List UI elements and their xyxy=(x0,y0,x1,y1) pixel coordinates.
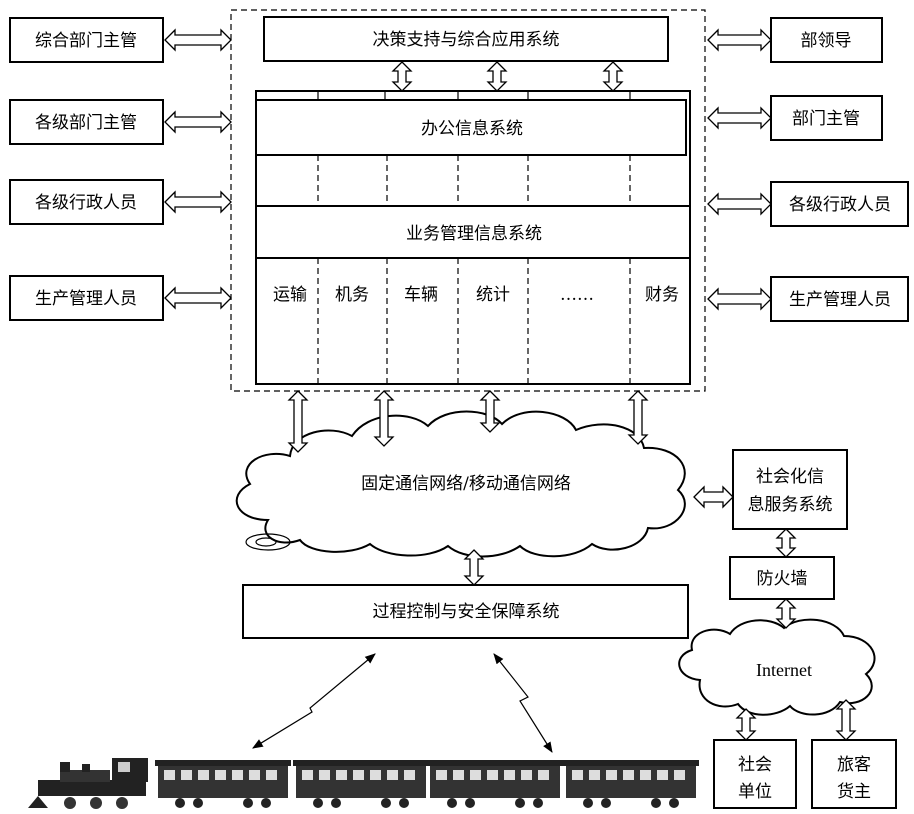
passengers-line2: 货主 xyxy=(837,782,871,802)
train-illustration xyxy=(28,758,699,809)
role-left-4-label: 生产管理人员 xyxy=(35,289,137,309)
network-cloud: 固定通信网络/移动通信网络 xyxy=(237,412,685,557)
module-statistics: 统计 xyxy=(476,285,510,305)
decision-stack-connectors xyxy=(393,62,622,91)
role-right-2-label: 部门主管 xyxy=(792,109,860,129)
stack-network-arrow-icon-3 xyxy=(481,391,499,432)
module-transport: 运输 xyxy=(273,285,307,305)
decision-stack-arrow-icon-1 xyxy=(393,62,411,91)
train-car-icon-3 xyxy=(427,760,563,808)
stack-network-arrow-icon-4 xyxy=(629,391,647,444)
decision-stack-arrow-icon-3 xyxy=(604,62,622,91)
application-stack: 办公信息系统 业务管理信息系统 运输 机务 车辆 统计 …… 财务 xyxy=(256,91,690,384)
social-units-line2: 单位 xyxy=(738,782,772,802)
role-right-4-label: 生产管理人员 xyxy=(789,290,891,310)
right-double-arrow-icon-1 xyxy=(708,30,771,50)
role-left-1-label: 综合部门主管 xyxy=(35,31,137,51)
module-locomotive: 机务 xyxy=(335,285,369,305)
social-units-line1: 社会 xyxy=(738,755,772,775)
decision-stack-arrow-icon-2 xyxy=(488,62,506,91)
left-double-arrow-icon-2 xyxy=(165,112,231,132)
decision-support-system: 决策支持与综合应用系统 xyxy=(264,17,668,61)
passengers-line1: 旅客 xyxy=(837,755,871,775)
network-service-arrow-icon xyxy=(694,487,733,507)
train-cars xyxy=(155,760,699,808)
internet-passengers-arrow-icon xyxy=(837,700,855,740)
role-left-3-label: 各级行政人员 xyxy=(35,193,137,213)
left-double-arrow-icon-4 xyxy=(165,288,231,308)
service-firewall-arrow-icon xyxy=(777,529,795,557)
train-car-icon-2 xyxy=(293,760,429,808)
wireless-links xyxy=(253,654,552,752)
module-finance: 财务 xyxy=(645,285,679,305)
social-info-service: 社会化信 息服务系统 xyxy=(733,450,847,529)
train-car-icon-4 xyxy=(563,760,699,808)
stack-network-arrow-icon-1 xyxy=(289,391,307,452)
module-vehicle: 车辆 xyxy=(404,285,438,305)
wireless-link-right xyxy=(494,654,552,752)
firewall: 防火墙 xyxy=(730,557,834,599)
process-control-label: 过程控制与安全保障系统 xyxy=(373,602,560,622)
module-more: …… xyxy=(560,285,594,305)
social-units: 社会 单位 xyxy=(714,740,796,808)
role-right-3-label: 各级行政人员 xyxy=(789,195,891,215)
decision-support-label: 决策支持与综合应用系统 xyxy=(373,30,560,50)
locomotive-icon xyxy=(28,758,148,809)
right-double-arrow-icon-2 xyxy=(708,108,771,128)
wireless-link-left xyxy=(253,654,375,748)
role-right-1-label: 部领导 xyxy=(801,31,852,51)
passengers-shippers: 旅客 货主 xyxy=(812,740,896,808)
right-double-arrow-icon-3 xyxy=(708,194,771,214)
right-double-arrow-icon-4 xyxy=(708,289,771,309)
right-role-boxes: 部领导 部门主管 各级行政人员 生产管理人员 xyxy=(771,18,908,321)
social-service-line2: 息服务系统 xyxy=(748,495,833,515)
process-control-system: 过程控制与安全保障系统 xyxy=(243,585,688,638)
role-left-2-label: 各级部门主管 xyxy=(35,113,137,133)
left-double-arrow-icon-3 xyxy=(165,192,231,212)
internet-label: Internet xyxy=(756,660,812,680)
business-system-label: 业务管理信息系统 xyxy=(406,224,542,244)
left-role-boxes: 综合部门主管 各级部门主管 各级行政人员 生产管理人员 xyxy=(10,18,163,320)
train-car-icon-1 xyxy=(155,760,291,808)
firewall-label: 防火墙 xyxy=(757,569,808,589)
network-label: 固定通信网络/移动通信网络 xyxy=(361,474,571,494)
social-service-line1: 社会化信 xyxy=(756,467,824,487)
left-double-arrow-icon-1 xyxy=(165,30,231,50)
office-system-label: 办公信息系统 xyxy=(421,119,523,139)
